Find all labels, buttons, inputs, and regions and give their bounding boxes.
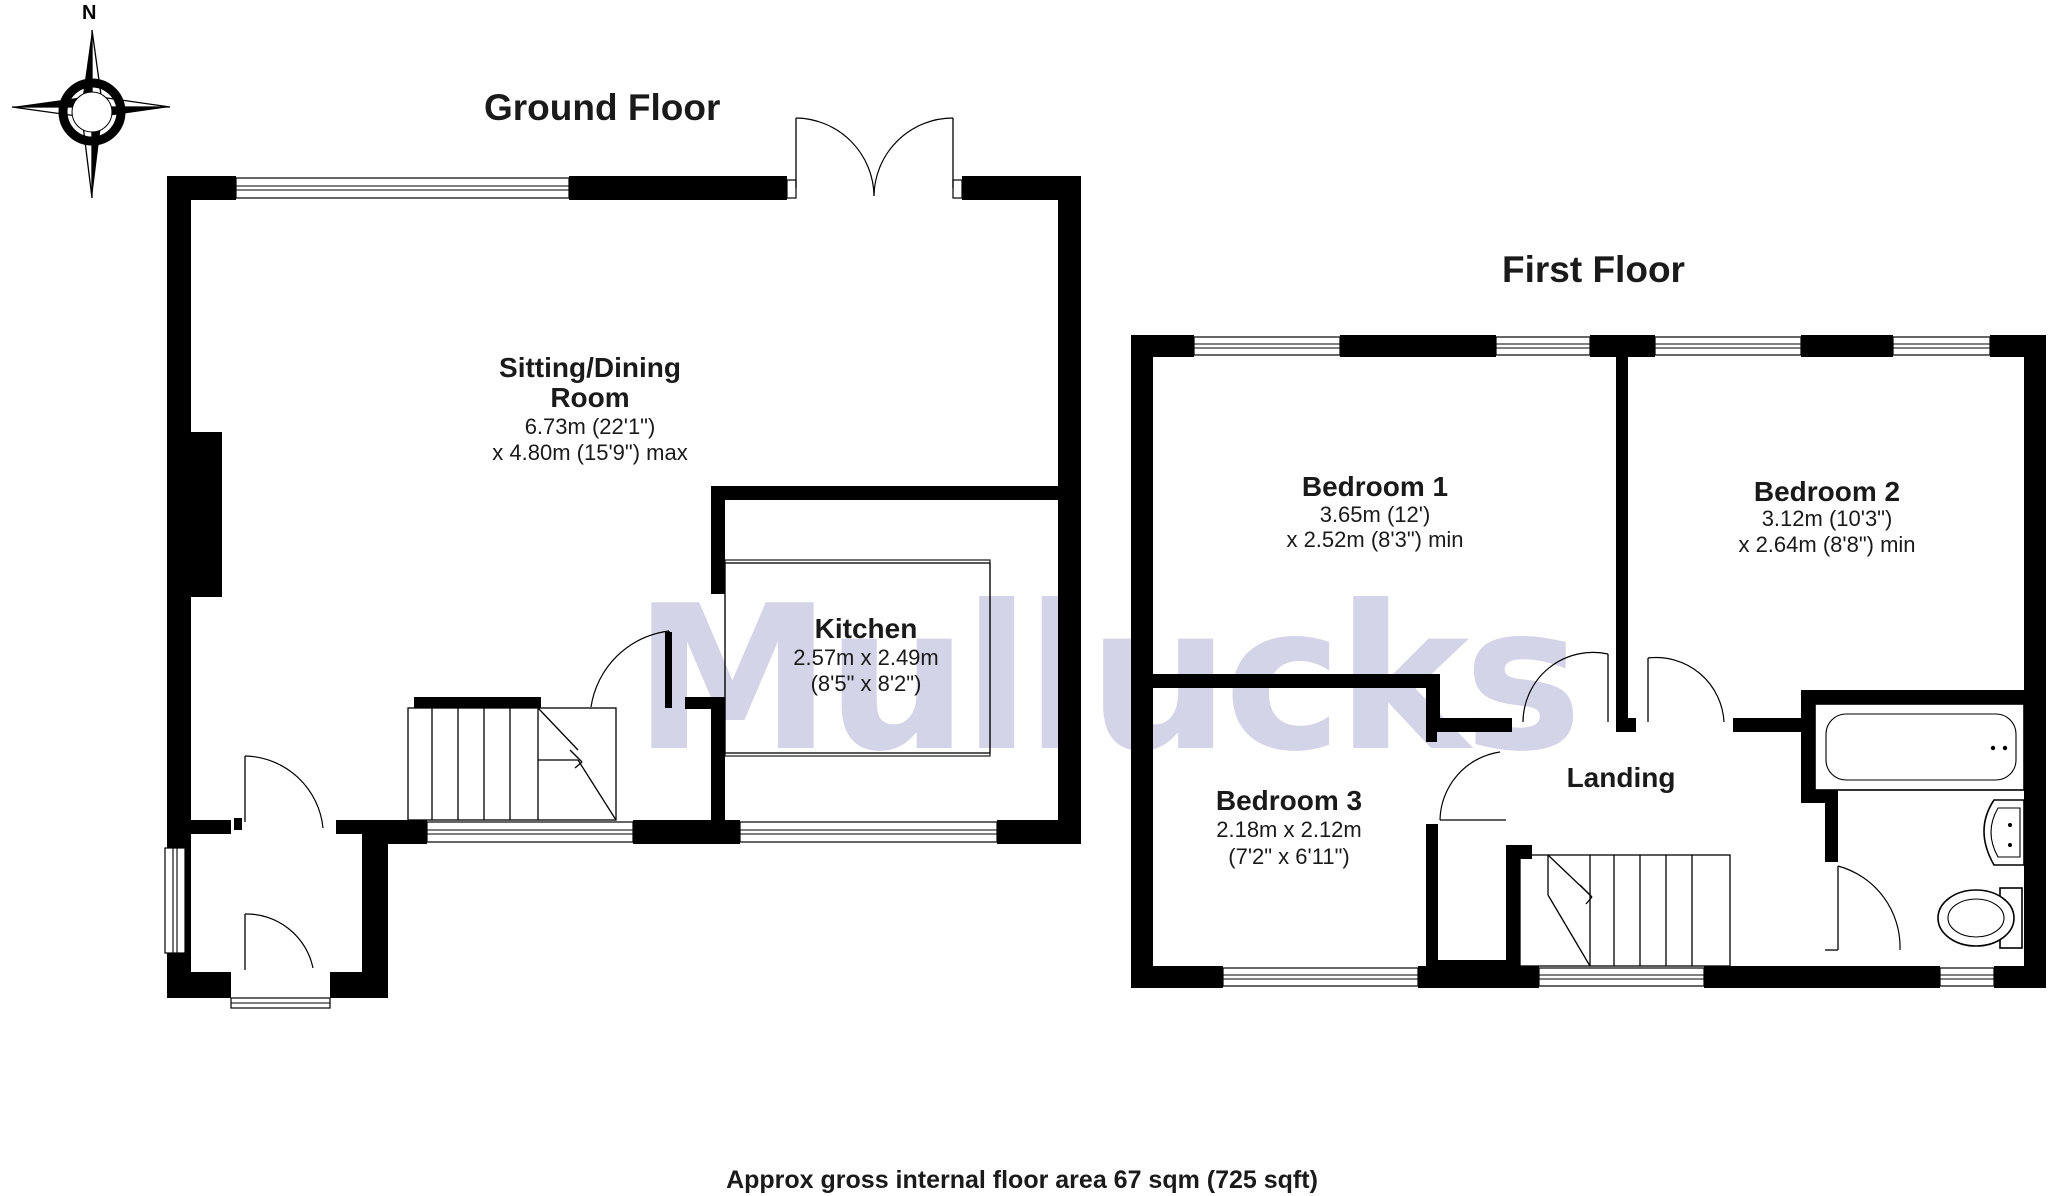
window xyxy=(426,821,634,843)
landing-name: Landing xyxy=(1567,762,1676,793)
bedroom-2-dimensions: 3.12m (10'3") xyxy=(1762,506,1893,531)
sitting-dining-room-name: Sitting/Dining xyxy=(499,352,681,383)
door xyxy=(1439,751,1506,821)
bathtub xyxy=(1814,703,2025,791)
window xyxy=(1222,967,1419,987)
compass-rose-icon: N xyxy=(11,2,171,199)
window xyxy=(739,821,998,843)
sitting-dining-room-dimensions-line2: x 4.80m (15'9") max xyxy=(492,440,687,465)
bedroom-3-dimensions-line2: (7'2" x 6'11") xyxy=(1228,844,1349,869)
sitting-dining-room-dimensions: 6.73m (22'1") xyxy=(525,414,656,439)
window xyxy=(1495,336,1591,356)
floor-area-summary: Approx gross internal floor area 67 sqm … xyxy=(726,1166,1318,1194)
staircase xyxy=(407,707,617,821)
staircase xyxy=(1519,854,1731,967)
window xyxy=(1892,336,1991,356)
window xyxy=(235,177,570,199)
ground-floor-plan: Ground Floor xyxy=(164,87,1081,1009)
window xyxy=(1654,336,1802,356)
first-floor-plan: First Floor xyxy=(1131,249,2046,988)
door xyxy=(1647,656,1725,723)
door xyxy=(244,755,324,829)
window xyxy=(230,997,331,1009)
toilet xyxy=(1937,887,2023,949)
bedroom-1-dimensions: 3.65m (12') xyxy=(1320,502,1431,527)
door xyxy=(1522,651,1609,723)
sitting-dining-room-name-line2: Room xyxy=(550,382,629,413)
door xyxy=(244,913,314,970)
french-doors xyxy=(786,117,963,199)
window xyxy=(1939,967,1995,987)
kitchen-worktop xyxy=(724,559,991,757)
first-floor-title: First Floor xyxy=(1502,249,1685,290)
wash-basin xyxy=(1983,799,2025,866)
ground-floor-title: Ground Floor xyxy=(484,87,720,128)
kitchen-dimensions: 2.57m x 2.49m xyxy=(793,645,939,670)
bedroom-3-name: Bedroom 3 xyxy=(1216,785,1362,816)
bedroom-2-dimensions-line2: x 2.64m (8'8") min xyxy=(1738,532,1915,557)
bedroom-2-name: Bedroom 2 xyxy=(1754,476,1900,507)
door xyxy=(1825,865,1901,951)
compass-north-label: N xyxy=(82,2,96,24)
kitchen-name: Kitchen xyxy=(815,613,918,644)
bedroom-1-name: Bedroom 1 xyxy=(1302,471,1448,502)
bedroom-1-dimensions-line2: x 2.52m (8'3") min xyxy=(1286,527,1463,552)
kitchen-dimensions-line2: (8'5" x 8'2") xyxy=(811,671,922,696)
door xyxy=(590,630,670,708)
window xyxy=(1193,336,1341,356)
bedroom-3-dimensions: 2.18m x 2.12m xyxy=(1216,817,1362,842)
window xyxy=(1538,967,1705,987)
window xyxy=(164,847,186,954)
